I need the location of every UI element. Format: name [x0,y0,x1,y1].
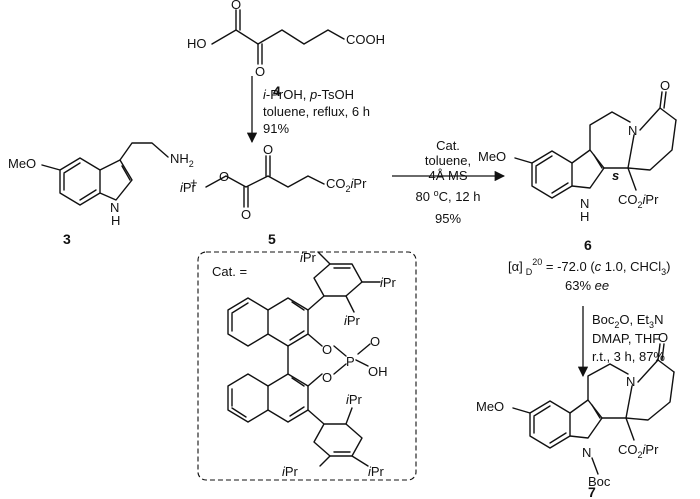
compound-number-4: 4 [273,83,281,99]
svg-text:4Å MS: 4Å MS [428,168,467,183]
phosphoryl-oxygen: O [370,334,380,349]
ipr-label-4: iPr [346,392,363,407]
enantiomeric-excess: 63% ee [565,278,609,293]
svg-text:toluene,: toluene, [425,153,471,168]
acid-oxygen-label: O [255,64,265,79]
svg-text:i-PrOH, p-TsOH: i-PrOH, p-TsOH [263,87,354,102]
catalyst-structure: Cat. = O O P O OH iPr iPr [212,250,397,479]
catalyst-title: Cat. = [212,264,247,279]
carbonyl-oxygen-label: O [231,0,241,12]
compound-number-5: 5 [268,231,276,247]
ester-label: CO2iPr [326,176,367,194]
svg-text:DMAP, THF: DMAP, THF [592,331,660,346]
indole-n-label: N [580,196,589,211]
methoxy-label: MeO [476,399,504,414]
isopropyl-label: iPr [180,180,197,195]
lactam-oxygen-label: O [658,330,668,345]
ester-oxygen-label: O [219,169,229,184]
hydroxyl-label: OH [368,364,388,379]
lactam-n-label: N [626,374,635,389]
svg-text:r.t., 3 h, 87%: r.t., 3 h, 87% [592,349,665,364]
svg-text:Cat.: Cat. [436,138,460,153]
svg-text:95%: 95% [435,211,461,226]
optical-rotation: [α]D20 = -72.0 (c 1.0, CHCl3) 63% ee [508,257,670,293]
svg-text:80 oC, 12 h: 80 oC, 12 h [415,188,480,204]
step3-conditions: Boc2O, Et3N DMAP, THF r.t., 3 h, 87% [592,312,665,364]
compound-5: iPr O O O CO2iPr 5 [180,142,367,247]
ipr-label-5: iPr [282,464,299,479]
compound-6: MeO N O N H s CO2iPr 6 [478,78,677,253]
keto-oxygen-label: O [263,142,273,157]
ipr-label-6: iPr [368,464,385,479]
ipr-label-3: iPr [344,313,361,328]
compound-number-7: 7 [588,484,596,499]
methoxy-label: MeO [8,156,36,171]
boc-label: Boc [588,474,611,489]
svg-text:Boc2O, Et3N: Boc2O, Et3N [592,312,663,330]
stereo-descriptor: s [612,168,619,183]
phosphorus-label: P [346,354,355,369]
compound-number-3: 3 [63,231,71,247]
compound-7: MeO N O N Boc CO2iPr 7 [476,330,675,499]
compound-number-6: 6 [584,237,592,253]
step2-conditions: Cat. toluene, 4Å MS 80 oC, 12 h 95% [415,138,480,226]
indole-n-label: N [110,200,119,215]
plus-sign: + [190,175,198,190]
lactam-oxygen-label: O [660,78,670,93]
ipr-label-2: iPr [380,275,397,290]
ester-label: CO2iPr [618,192,659,210]
phosphate-oxygen-1: O [322,342,332,357]
step1-conditions: i-PrOH, p-TsOH toluene, reflux, 6 h 91% [263,87,370,136]
phosphate-oxygen-2: O [322,370,332,385]
svg-text:toluene, reflux, 6 h: toluene, reflux, 6 h [263,104,370,119]
svg-text:91%: 91% [263,121,289,136]
catalyst-box [197,251,417,481]
ester-label: CO2iPr [618,442,659,460]
ipr-label-1: iPr [300,250,317,265]
compound-3: MeO NH2 N H 3 [8,142,194,247]
indole-h-label: H [111,213,120,228]
compound-4: HO O O COOH 4 [187,0,385,99]
carbonyl-oxygen-label: O [241,207,251,222]
indole-h-label: H [580,209,589,224]
amine-label: NH2 [170,151,194,169]
indole-n-label: N [582,445,591,460]
methoxy-label: MeO [478,149,506,164]
hydroxyl-label: HO [187,36,207,51]
svg-text:[α]D20 = -72.0 (c 1.0, CHCl3): [α]D20 = -72.0 (c 1.0, CHCl3) [508,257,670,277]
lactam-n-label: N [628,123,637,138]
carboxylic-acid-label: COOH [346,32,385,47]
